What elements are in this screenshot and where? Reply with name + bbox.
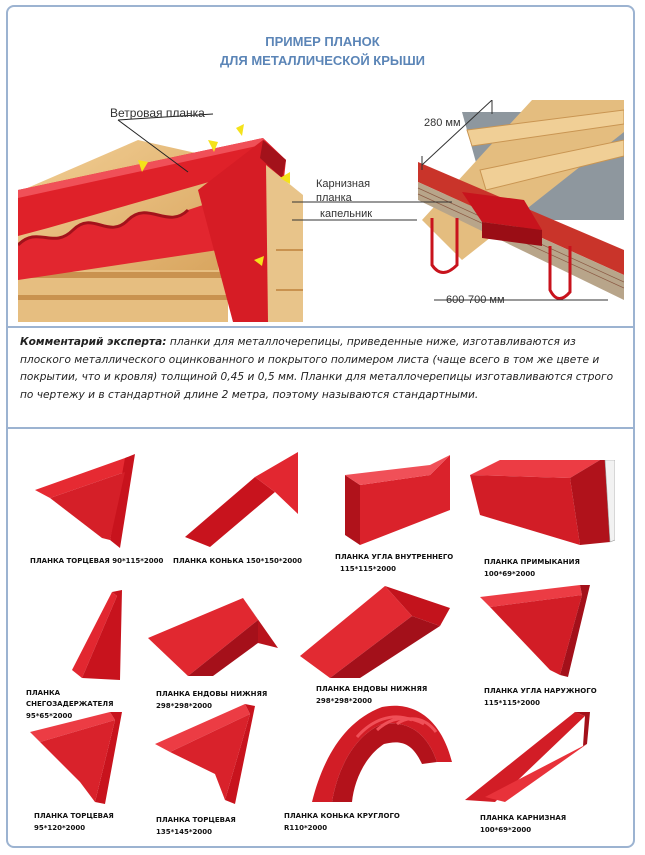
eave-plank-illustration	[292, 100, 624, 301]
plank-caption-4a: ПЛАНКА ПРИМЫКАНИЯ	[484, 558, 580, 566]
plank-caption-9b: 95*120*2000	[34, 824, 86, 832]
valley-lower-plank-icon-1	[148, 598, 278, 676]
plank-caption-10a: ПЛАНКА ТОРЦЕВАЯ	[156, 816, 236, 824]
expert-comment-lead: Комментарий эксперта:	[20, 336, 167, 348]
end-plank-95-icon	[30, 712, 122, 804]
plank-caption-9a: ПЛАНКА ТОРЦЕВАЯ	[34, 812, 114, 820]
inner-corner-plank-icon	[345, 455, 450, 545]
outer-corner-plank-icon	[480, 585, 590, 677]
roof-wind-plank-illustration	[18, 113, 303, 322]
snow-guard-plank-icon	[72, 590, 122, 680]
plank-caption-5a: ПЛАНКА	[26, 689, 61, 697]
plank-caption-11a: ПЛАНКА КОНЬКА КРУГЛОГО	[284, 812, 400, 820]
plank-caption-11b: R110*2000	[284, 824, 328, 832]
divider-top	[8, 326, 633, 328]
plank-caption-8b: 115*115*2000	[484, 699, 541, 707]
plank-caption-3a: ПЛАНКА УГЛА ВНУТРЕННЕГО	[335, 553, 454, 561]
wind-plank-label: Ветровая планка	[110, 106, 205, 120]
round-ridge-plank-icon	[312, 705, 452, 802]
plank-caption-7a: ПЛАНКА ЕНДОВЫ НИЖНЯЯ	[316, 685, 428, 693]
plank-caption-6a: ПЛАНКА ЕНДОВЫ НИЖНЯЯ	[156, 690, 268, 698]
plank-caption-3b: 115*115*2000	[340, 565, 397, 573]
plank-caption-6b: 298*298*2000	[156, 702, 213, 710]
divider-bottom	[8, 427, 633, 429]
drip-edge-label: капельник	[320, 208, 373, 220]
plank-caption-4b: 100*69*2000	[484, 570, 536, 578]
plank-caption-5c: 95*65*2000	[26, 712, 73, 720]
title-line-1: ПРИМЕР ПЛАНОК	[265, 34, 380, 49]
eave-plank-label-line-1: Карнизная	[316, 178, 371, 190]
eave-plank-icon	[465, 712, 590, 802]
plank-caption-12b: 100*69*2000	[480, 826, 532, 834]
dimension-bottom-label: 600-700 мм	[446, 294, 505, 306]
plank-caption-5b: СНЕГОЗАДЕРЖАТЕЛЯ	[26, 700, 114, 708]
end-plank-135-icon	[155, 704, 255, 804]
end-plank-90-icon	[35, 454, 135, 548]
plank-caption-12a: ПЛАНКА КАРНИЗНАЯ	[480, 814, 567, 822]
page-title: ПРИМЕР ПЛАНОК ДЛЯ МЕТАЛЛИЧЕСКОЙ КРЫШИ	[0, 32, 645, 70]
adjunction-plank-icon	[470, 460, 615, 545]
valley-lower-plank-icon-2	[300, 586, 450, 678]
plank-caption-2: ПЛАНКА КОНЬКА 150*150*2000	[173, 557, 302, 565]
eave-plank-label-line-2: планка	[316, 192, 352, 204]
expert-comment-text: планки для металлочерепицы, приведенные …	[20, 336, 614, 401]
title-line-2: ДЛЯ МЕТАЛЛИЧЕСКОЙ КРЫШИ	[219, 53, 426, 68]
ridge-plank-150-icon	[185, 452, 298, 547]
dimension-top-label: 280 мм	[424, 117, 461, 129]
plank-caption-1: ПЛАНКА ТОРЦЕВАЯ 90*115*2000	[30, 557, 164, 565]
plank-caption-8a: ПЛАНКА УГЛА НАРУЖНОГО	[484, 687, 597, 695]
plank-caption-10b: 135*145*2000	[156, 828, 213, 836]
expert-comment: Комментарий эксперта: планки для металло…	[20, 334, 625, 404]
plank-caption-7b: 298*298*2000	[316, 697, 373, 705]
